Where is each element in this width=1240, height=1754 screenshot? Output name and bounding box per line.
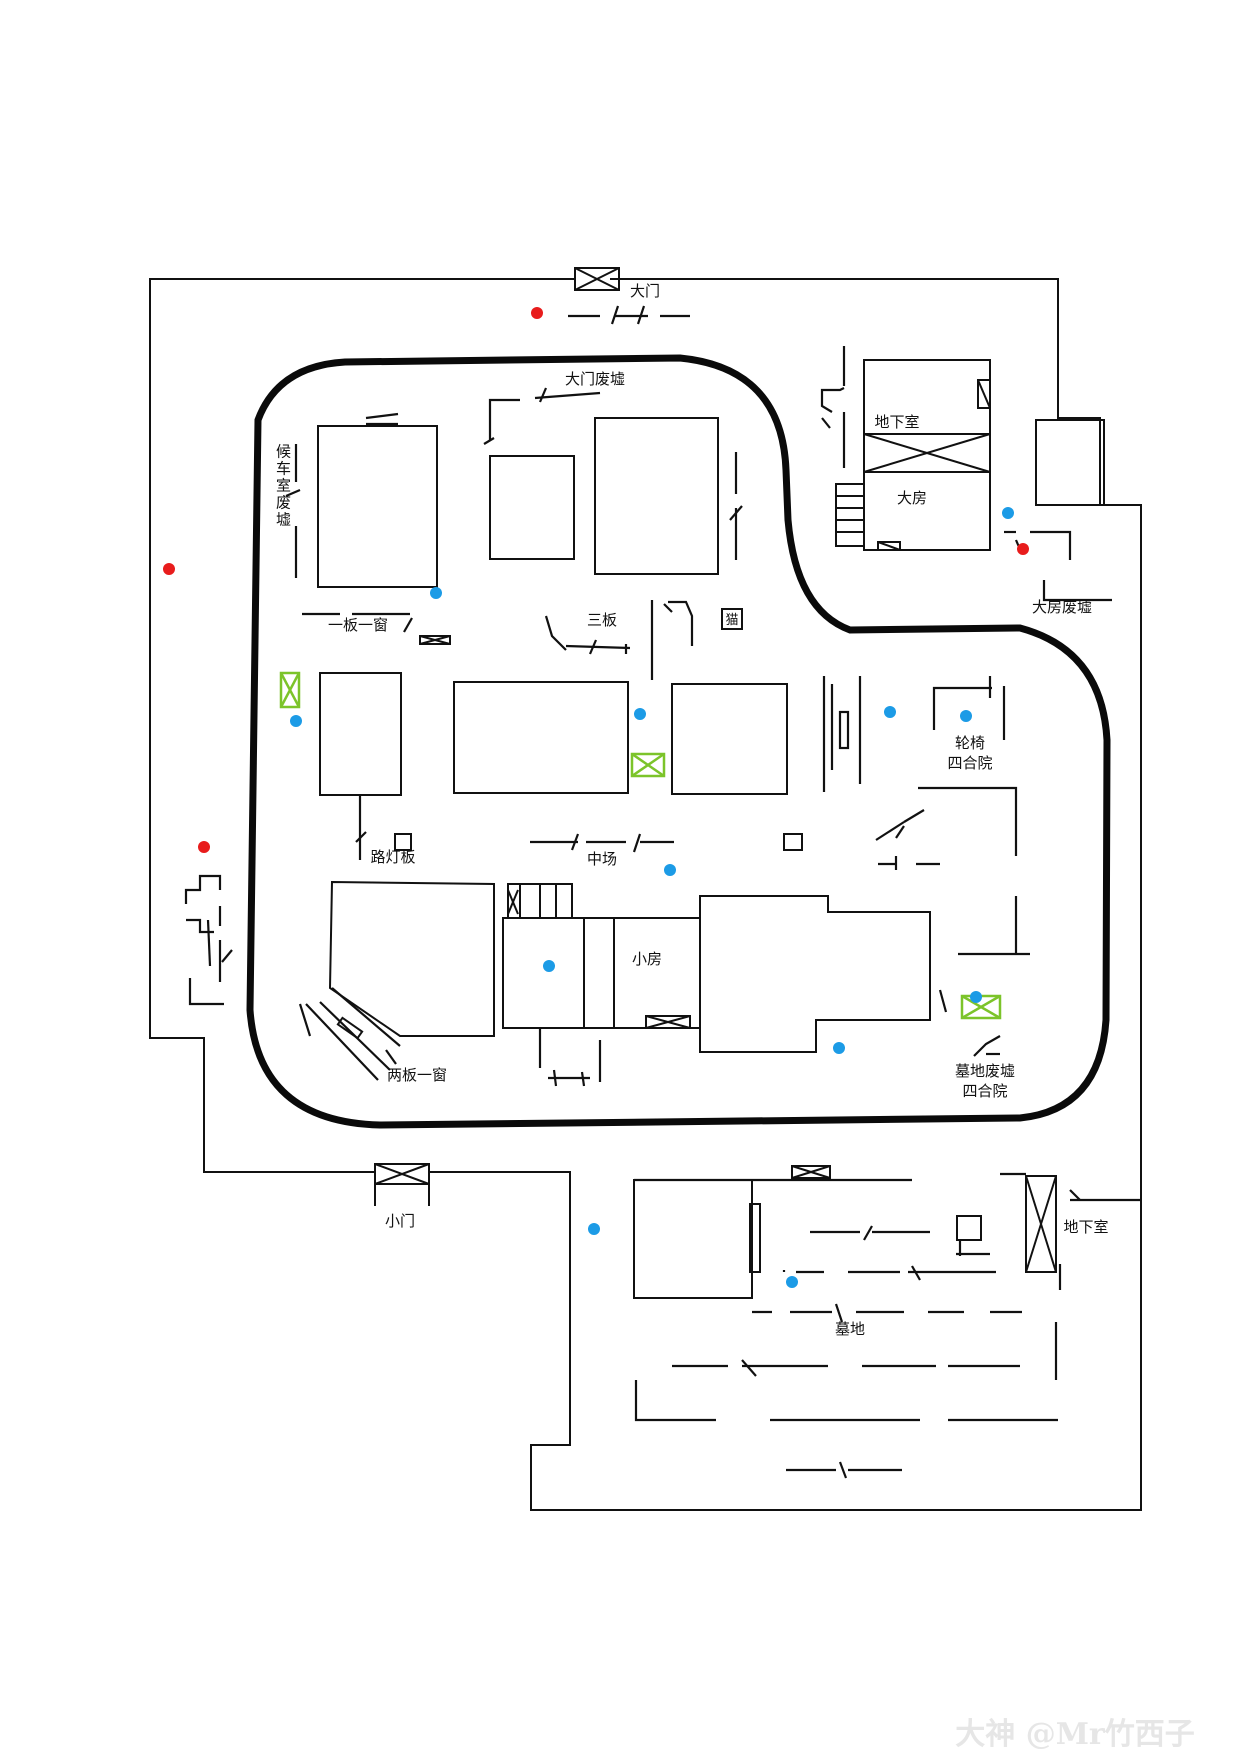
green-box-center [630,752,666,778]
pallets [336,267,991,1206]
big-house-ruins-label: 大房废墟 [1032,598,1092,616]
center-large-building [453,681,629,794]
two-boards-one-window-label: 两板一窗 [387,1066,447,1084]
labels: 大门 大门废墟 候车室废墟 一板一窗 三板 地下室 大房 大房废墟 轮椅四合院 … [276,282,1109,1338]
blue-dot [290,715,302,727]
small-gate-pallet [374,1163,430,1206]
outer-fence [149,278,1142,1511]
cat-label: 猫 [725,613,738,628]
streetlight-post [394,833,412,851]
blue-dot [970,991,982,1003]
red-dot [163,563,175,575]
blue-dot [960,710,972,722]
blue-dot [884,706,896,718]
graveyard-ruins-building [699,895,931,1053]
cat-marker: 猫 [721,608,743,630]
blue-dot [588,1223,600,1235]
main-gate-pallet [574,267,620,291]
graveyard-pallet [791,1165,831,1179]
big-house-label: 大房 [897,489,927,507]
main-gate-ruins-label: 大门废墟 [565,370,625,388]
left-mid-building [319,672,402,796]
gate-ruins-large-building [594,417,719,575]
two-board-window-building [328,880,495,1037]
blue-dot [634,708,646,720]
blue-dot [833,1042,845,1054]
inner-boundary [246,354,1111,1129]
buildings [317,359,1105,1299]
blue-dot [543,960,555,972]
blue-dot [786,1276,798,1288]
green-box-left [279,671,301,709]
big-house-pallet [877,541,901,551]
blue-dot [1002,507,1014,519]
small-gate-label: 小门 [385,1212,415,1230]
walls [184,305,1140,1479]
basement-top-label: 地下室 [874,413,919,431]
one-board-one-window-label: 一板一窗 [328,616,388,634]
red-dot [198,841,210,853]
basement-bottom-building [1025,1175,1057,1273]
stairs-pallet [507,889,519,915]
graveyard-label: 墓地 [835,1320,865,1338]
small-house-building [502,917,701,1029]
wheelchair-courtyard-label: 轮椅四合院 [947,734,992,772]
gate-ruins-small-building [489,455,575,560]
blue-dot [430,587,442,599]
small-house-pallet [645,1015,691,1029]
waiting-room-ruins-label: 候车室废墟 [276,443,291,529]
top-right-structure [1035,419,1105,506]
graveyard-building [633,1179,753,1299]
streetlight-board-label: 路灯板 [370,848,415,866]
two-board-window-pallet [336,1016,364,1040]
main-gate-label: 大门 [630,282,660,300]
graveyard-ruins-courtyard-label: 墓地废墟四合院 [955,1062,1015,1100]
one-board-window-pallet [419,635,451,645]
basement-bottom-label: 地下室 [1063,1218,1108,1236]
blue-dot [664,864,676,876]
center-right-building [671,683,788,795]
big-house-steps [835,483,865,547]
blue-dots [290,507,1014,1288]
watermark: 大神 @Mr竹西子 [955,1717,1194,1752]
small-house-label: 小房 [632,950,662,968]
red-dots [163,307,1029,853]
red-dot [531,307,543,319]
three-boards-label: 三板 [587,611,617,629]
basement-top-pallet [977,379,991,409]
midfield-pillar [783,833,803,851]
waiting-room-building [317,425,438,588]
graveyard-totem [956,1215,982,1241]
red-dot [1017,543,1029,555]
big-house-building [863,359,991,551]
midfield-label: 中场 [587,850,617,868]
